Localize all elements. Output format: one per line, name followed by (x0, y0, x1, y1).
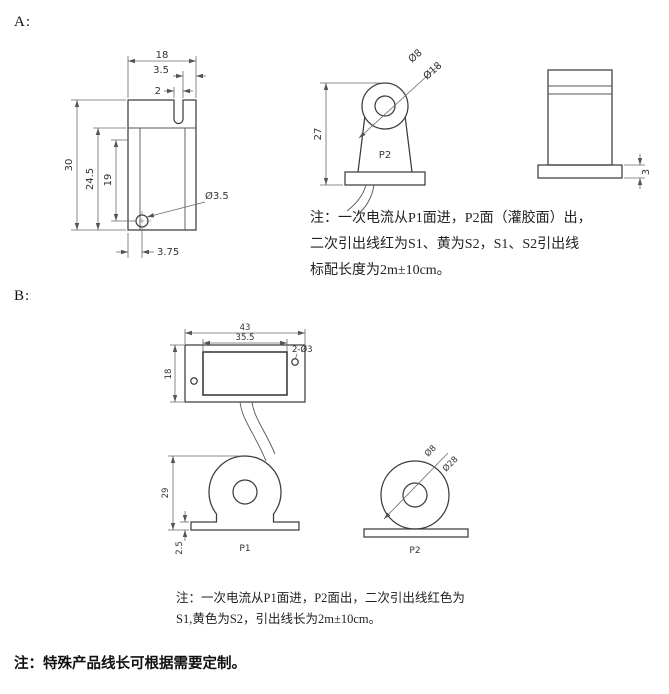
view-a-profile: 3 (537, 69, 652, 189)
face-label-p2: P2 (379, 150, 391, 161)
dim-slot-width-2: 2 (155, 86, 161, 97)
view-a-side: Ø8 Ø18 27 P2 (313, 47, 444, 217)
dim-width-43: 43 (240, 323, 251, 333)
dim-height-24-5: 24.5 (85, 168, 96, 190)
b-top-dimensions: 43 35.5 18 2-Ø3 (164, 323, 313, 403)
a-front-part-outline (127, 99, 197, 231)
b-top-hole-right (291, 358, 299, 366)
a-side-part-outline (344, 82, 426, 217)
face-label-p1: P1 (239, 544, 250, 554)
b-p2-center-hole (402, 482, 428, 508)
b-p1-part-outline (190, 455, 300, 531)
a-side-center-hole (374, 95, 396, 117)
view-b-top: 43 35.5 18 2-Ø3 (164, 323, 313, 462)
b-p1-center-hole (232, 479, 258, 505)
footer-note: 注：特殊产品线长可根据需要定制。 (14, 656, 246, 672)
dim-slot-offset-3-5: 3.5 (153, 65, 169, 76)
dim-hole-dia-3-5: Ø3.5 (205, 190, 229, 202)
dim-inner-width-35-5: 35.5 (236, 333, 255, 343)
a-profile-dimensions: 3 (624, 154, 652, 189)
dim-height-30: 30 (64, 159, 75, 172)
dim-hole-offset-3-75: 3.75 (157, 247, 179, 258)
dim-outer-dia-28: Ø28 (440, 454, 460, 474)
note-a-line1: 注：一次电流从P1面进，P2面（灌胶面）出， (310, 211, 592, 226)
dim-base-2-5: 2.5 (175, 541, 185, 555)
dim-height-29: 29 (161, 488, 171, 499)
dim-inner-dia-8: Ø8 (406, 47, 425, 65)
view-b-p1: 29 2.5 P1 (161, 455, 300, 555)
note-a-line3: 标配长度为2m±10cm。 (310, 263, 451, 278)
dim-inner-dia-8: Ø8 (422, 443, 438, 459)
b-p2-part-outline (363, 460, 469, 538)
section-a-note: 注：一次电流从P1面进，P2面（灌胶面）出， 二次引出线红为S1、黄为S2，S1… (310, 206, 592, 284)
note-b-line2: S1,黄色为S2，引出线长为2m±10cm。 (176, 612, 382, 626)
b-p1-dimensions: 29 2.5 P1 (161, 455, 251, 555)
a-profile-part-outline (537, 69, 623, 179)
view-a-front: 18 3.5 2 30 24.5 19 Ø3.5 3.75 (64, 50, 229, 258)
view-b-p2: Ø8 Ø28 P2 (363, 443, 469, 556)
dim-holes-2-d3: 2-Ø3 (292, 344, 313, 355)
section-b-label: B: (14, 288, 31, 304)
a-side-dimensions: Ø8 Ø18 27 P2 (313, 47, 444, 186)
a-side-lead-wires (346, 184, 375, 217)
section-b-note: 注：一次电流从P1面进，P2面出，二次引出线红色为 S1,黄色为S2，引出线长为… (176, 588, 465, 630)
dim-outer-dia-18: Ø18 (421, 60, 444, 83)
dim-height-27: 27 (313, 128, 324, 141)
note-a-line2: 二次引出线红为S1、黄为S2，S1、S2引出线 (310, 237, 580, 252)
b-top-lead-wires (239, 401, 276, 462)
b-top-hole-left (190, 377, 198, 385)
note-b-line1: 注：一次电流从P1面进，P2面出，二次引出线红色为 (176, 591, 465, 605)
dim-base-3: 3 (641, 169, 652, 175)
b-top-part-outline (184, 344, 306, 462)
dim-depth-18: 18 (164, 369, 174, 380)
dim-height-19: 19 (103, 174, 114, 187)
face-label-p2: P2 (409, 546, 420, 556)
section-a-label: A: (14, 14, 31, 30)
dim-width-18: 18 (156, 50, 169, 61)
a-front-dimensions: 18 3.5 2 30 24.5 19 Ø3.5 3.75 (64, 50, 229, 258)
